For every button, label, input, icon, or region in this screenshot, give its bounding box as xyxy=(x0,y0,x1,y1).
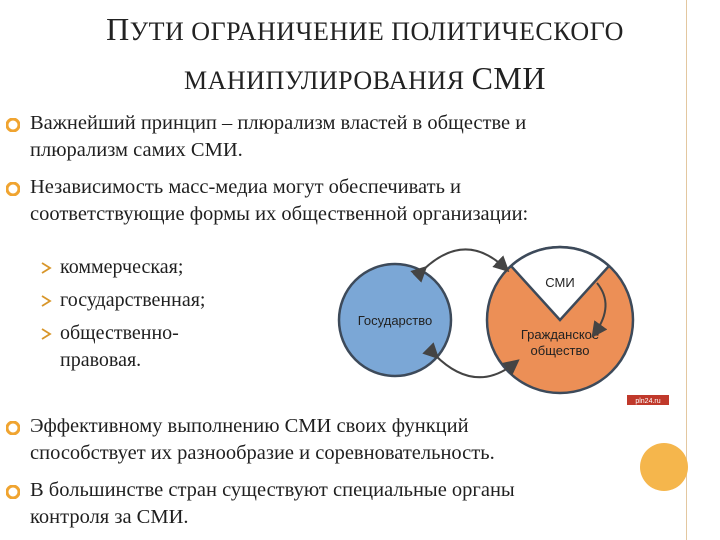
society-label-1: Гражданское xyxy=(521,327,599,342)
state-society-media-diagram: Государство СМИ Гражданское общество pln… xyxy=(337,245,669,405)
media-label: СМИ xyxy=(545,275,574,290)
bullet-icon xyxy=(6,182,20,196)
bullet-text-3: Эффективному выполнению СМИ своих функци… xyxy=(30,415,495,464)
bullet-text-4: В большинстве стран существуют специальн… xyxy=(30,479,515,528)
slide-border xyxy=(686,0,687,540)
subitem-3: общественно- правовая. xyxy=(60,322,179,371)
arrow-bullet-icon xyxy=(41,295,52,307)
title-line-2: МАНИПУЛИРОВАНИЯ СМИ xyxy=(184,60,546,96)
subitem-2: государственная; xyxy=(60,289,206,311)
media-wedge xyxy=(509,245,611,322)
title-line-1: ПУТИ ОГРАНИЧЕНИЕ ПОЛИТИЧЕСКОГО xyxy=(106,11,624,47)
bullet-icon xyxy=(6,118,20,132)
watermark-text: pln24.ru xyxy=(635,398,660,405)
subitem-1: коммерческая; xyxy=(60,256,184,278)
top-arrow xyxy=(410,248,510,283)
arrow-bullet-icon xyxy=(41,328,52,340)
bullet-icon xyxy=(6,421,20,435)
arrow-bullet-icon xyxy=(41,262,52,274)
bottom-arrow xyxy=(422,342,520,379)
bullet-icon xyxy=(6,485,20,499)
society-label-2: общество xyxy=(531,343,590,358)
bullet-text-1: Важнейший принцип – плюрализм властей в … xyxy=(30,112,527,161)
bullet-text-2: Независимость масс-медиа могут обеспечив… xyxy=(30,176,529,225)
right-arrow xyxy=(591,282,608,338)
watermark-box xyxy=(627,395,669,405)
state-label: Государство xyxy=(358,313,432,328)
slide-title: ПУТИ ОГРАНИЧЕНИЕ ПОЛИТИЧЕСКОГО МАНИПУЛИР… xyxy=(60,6,670,104)
decorative-circle xyxy=(640,443,688,491)
